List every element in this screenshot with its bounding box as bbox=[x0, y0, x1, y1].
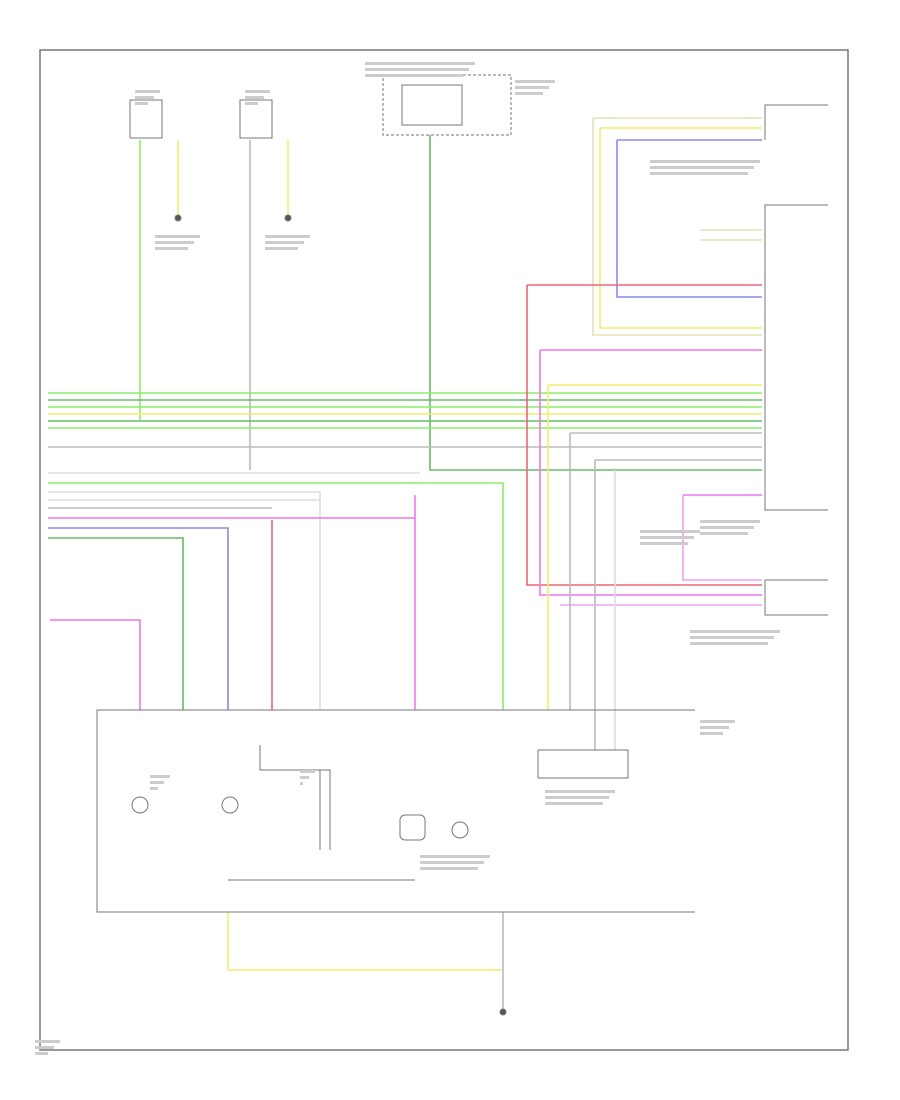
label-placeholder bbox=[700, 520, 760, 523]
wire-magenta bbox=[50, 619, 141, 710]
label-placeholder bbox=[690, 642, 768, 645]
motor bbox=[399, 814, 426, 841]
wire-dark-green bbox=[429, 135, 762, 471]
label-placeholder bbox=[545, 790, 615, 793]
door-module-connector bbox=[764, 104, 828, 140]
label-placeholder bbox=[245, 102, 258, 105]
diagram-border bbox=[39, 49, 849, 1051]
label-placeholder bbox=[690, 630, 780, 633]
wire-tan bbox=[592, 118, 762, 336]
label-placeholder bbox=[155, 241, 194, 244]
label-placeholder bbox=[365, 68, 469, 71]
label-placeholder bbox=[650, 172, 748, 175]
right-speaker-connector bbox=[239, 99, 273, 139]
label-placeholder bbox=[150, 787, 158, 790]
wire-pink bbox=[682, 495, 762, 581]
label-placeholder bbox=[35, 1052, 48, 1055]
label-placeholder bbox=[640, 542, 688, 545]
lamp-1 bbox=[131, 796, 149, 814]
label-placeholder bbox=[365, 74, 463, 77]
wire-blue bbox=[48, 527, 229, 710]
label-placeholder bbox=[640, 536, 694, 539]
fuse-block-outer bbox=[382, 74, 512, 136]
label-placeholder bbox=[420, 855, 490, 858]
label-placeholder bbox=[700, 720, 735, 723]
label-placeholder bbox=[265, 241, 304, 244]
label-placeholder bbox=[515, 86, 549, 89]
label-placeholder bbox=[700, 726, 729, 729]
label-placeholder bbox=[700, 532, 748, 535]
fuse-block bbox=[401, 84, 463, 126]
wire-dark-green bbox=[48, 537, 184, 710]
label-placeholder bbox=[420, 867, 478, 870]
label-placeholder bbox=[35, 1040, 60, 1043]
label-placeholder bbox=[300, 782, 303, 785]
label-placeholder bbox=[300, 770, 315, 773]
label-placeholder bbox=[265, 247, 298, 250]
wire-blue bbox=[616, 140, 762, 298]
label-placeholder bbox=[35, 1046, 54, 1049]
label-placeholder bbox=[300, 776, 309, 779]
switch-assembly bbox=[537, 749, 629, 779]
label-placeholder bbox=[150, 775, 170, 778]
bottom-module bbox=[96, 709, 695, 913]
wire-magenta bbox=[539, 350, 762, 596]
ground-left-1 bbox=[174, 214, 182, 222]
label-placeholder bbox=[650, 166, 754, 169]
lamp-3 bbox=[451, 821, 469, 839]
label-placeholder bbox=[265, 235, 310, 238]
label-placeholder bbox=[700, 526, 754, 529]
label-placeholder bbox=[135, 90, 160, 93]
internal-switch bbox=[259, 745, 331, 850]
label-placeholder bbox=[420, 861, 484, 864]
ground-bottom bbox=[499, 1008, 507, 1016]
label-placeholder bbox=[690, 636, 774, 639]
wire-yellow bbox=[227, 912, 503, 971]
wire-yellow bbox=[599, 128, 762, 329]
label-placeholder bbox=[155, 247, 188, 250]
label-placeholder bbox=[150, 781, 164, 784]
rear-module-connector bbox=[764, 579, 828, 616]
label-placeholder bbox=[245, 96, 264, 99]
label-placeholder bbox=[155, 235, 200, 238]
wire-light-gray bbox=[48, 491, 321, 710]
wires bbox=[48, 117, 762, 1010]
label-placeholder bbox=[365, 62, 475, 65]
ground-left-2 bbox=[284, 214, 292, 222]
label-placeholder bbox=[515, 80, 555, 83]
label-placeholder bbox=[650, 160, 760, 163]
label-placeholder bbox=[640, 530, 700, 533]
label-placeholder bbox=[700, 732, 723, 735]
label-placeholders bbox=[35, 62, 780, 1055]
label-placeholder bbox=[245, 90, 270, 93]
wire-green bbox=[48, 482, 504, 710]
left-speaker-connector bbox=[129, 99, 163, 139]
lamp-2 bbox=[221, 796, 239, 814]
label-placeholder bbox=[135, 96, 154, 99]
wire-red bbox=[526, 285, 762, 586]
components bbox=[96, 74, 828, 1016]
label-placeholder bbox=[515, 92, 543, 95]
label-placeholder bbox=[135, 102, 148, 105]
label-placeholder bbox=[545, 796, 609, 799]
label-placeholder bbox=[545, 802, 603, 805]
main-module-connector bbox=[764, 204, 828, 511]
